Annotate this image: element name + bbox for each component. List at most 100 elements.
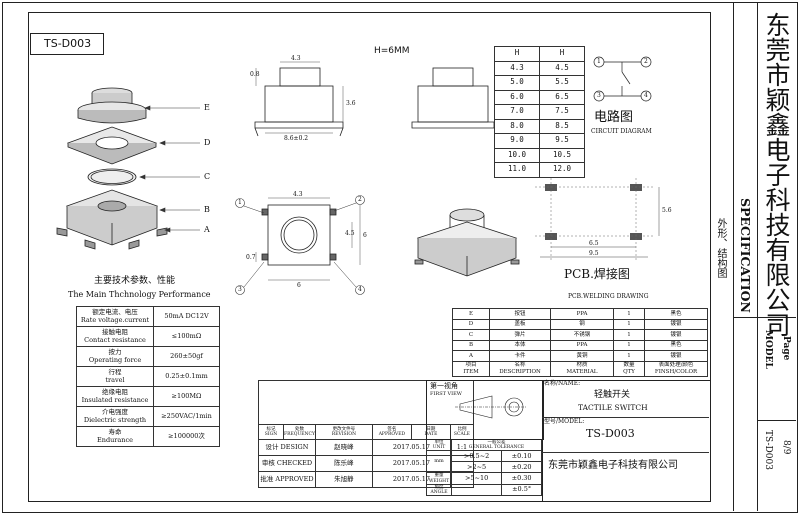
- param-name-en: Rate voltage.current: [80, 315, 150, 324]
- param-value: ≥100000次: [168, 431, 205, 440]
- inner-border: [28, 12, 711, 502]
- param-name-en: Dielectric strength: [83, 415, 147, 424]
- side-divider: [733, 317, 796, 318]
- param-name-cn: 接触电阻: [102, 328, 128, 337]
- param-value: ≥250VAC/1min: [161, 411, 212, 420]
- param-value: ≥100MΩ: [171, 391, 202, 400]
- params-title-en: The Main Thchnology Performance: [68, 290, 211, 299]
- name-block: [542, 380, 711, 502]
- param-name-en: travel: [105, 375, 125, 384]
- label-a: A: [204, 225, 210, 234]
- plan-side-dim: 4.5: [345, 230, 355, 237]
- side-divider: [757, 2, 758, 511]
- pcb-subtitle: PCB.WELDING DRAWING: [568, 293, 649, 300]
- dim-cap-height: 0.8: [250, 71, 260, 78]
- param-value: 50mA DC12V: [164, 311, 209, 320]
- pin-4: 4: [358, 286, 362, 293]
- pin-width-dim: 0.7: [246, 254, 256, 261]
- dim-body-height: 3.6: [346, 100, 356, 107]
- company-name: 东莞市颖鑫电子科技有限公司: [548, 460, 678, 471]
- side-divider: [733, 2, 734, 511]
- label-c: C: [204, 172, 211, 181]
- param-value: ≤100mΩ: [171, 331, 202, 340]
- bom-header: 材质 MATERIAL: [550, 360, 614, 377]
- height-cell: 8.5: [539, 118, 585, 134]
- model-value: TS-D003: [586, 427, 635, 440]
- circuit-title: 电路图: [594, 110, 634, 125]
- projection-cn: 第一视角: [430, 382, 458, 390]
- circuit-pin-4: 4: [644, 92, 648, 99]
- circuit-pin-1: 1: [597, 58, 601, 65]
- dim-top-width: 4.3: [291, 55, 301, 62]
- product-name-en: TACTILE SWITCH: [578, 403, 648, 412]
- pin-3: 3: [238, 286, 242, 293]
- height-cell: 10.5: [539, 147, 585, 163]
- signoff-role: 批准 APPROVED: [258, 471, 316, 488]
- rev-header: 更改文件号 REVISION: [314, 424, 373, 440]
- label-e: E: [204, 103, 210, 112]
- params-title-cn: 主要技术参数、性能: [94, 276, 176, 286]
- height-cell: 11.0: [494, 162, 540, 178]
- side-divider: [757, 420, 796, 421]
- height-cell: 12.0: [539, 162, 585, 178]
- param-value: 0.25±0.1mm: [165, 371, 208, 380]
- label-b: B: [204, 205, 210, 214]
- pin-2: 2: [358, 196, 362, 203]
- tolerance-value: ±0.5°: [501, 483, 542, 497]
- bom-header: 数量 QTY: [613, 360, 645, 377]
- bom-header: 表面处理/颜色 FINSH/COLOR: [644, 360, 708, 377]
- param-name-en: Contact resistance: [84, 335, 146, 344]
- param-name-cn: 额定电流、电压: [92, 308, 138, 317]
- tolerance-label: 一般公差 GENERAL TOLERANCE: [451, 438, 542, 452]
- param-name-cn: 绝缘电阻: [102, 388, 128, 397]
- plan-top-dim: 4.3: [293, 191, 303, 198]
- tolerance-range: [450, 483, 503, 497]
- circuit-pin-2: 2: [644, 58, 648, 65]
- tolerance-table: 单位 UNIT 一般公差 GENERAL TOLERANCE mm >0.5~2…: [426, 438, 542, 497]
- bom-header: 名称 DESCRIPTION: [489, 360, 551, 377]
- side-page: 8/9: [781, 440, 791, 455]
- pcb-title: PCB.焊接图: [564, 267, 630, 281]
- label-d: D: [204, 138, 211, 147]
- pcb-dim-a: 6.5: [589, 240, 599, 247]
- plan-height-dim: 6: [363, 232, 367, 239]
- param-name-en: Operating force: [88, 355, 142, 364]
- dim-base-width: 8.6±0.2: [284, 135, 309, 142]
- param-name-cn: 介电强度: [102, 408, 128, 417]
- side-drawing-type: 外形、结构图: [715, 218, 726, 278]
- plan-width-dim: 6: [297, 282, 301, 289]
- param-name-cn: 行程: [108, 368, 122, 377]
- product-name-cn: 轻触开关: [594, 390, 631, 400]
- height-cell: 9.5: [539, 133, 585, 149]
- side-page-label: Page: [781, 336, 791, 361]
- projection-en: FIRST VIEW: [430, 391, 462, 397]
- model-label: 型号/MODEL:: [544, 418, 585, 425]
- param-name-en: Insulated resistance: [81, 395, 149, 404]
- pin-1: 1: [238, 199, 242, 206]
- model-box-label: TS-D003: [44, 37, 92, 50]
- side-model: TS-D003: [763, 430, 773, 470]
- pcb-dim-c: 5.6: [662, 207, 672, 214]
- param-name-cn: 按力: [108, 348, 122, 357]
- projection-box: [426, 380, 544, 440]
- weight-label: 重量 WEIGHT: [426, 472, 452, 485]
- bom-header: 项目 ITEM: [452, 360, 490, 377]
- revision-table: 标记 SIGN 处数 FREQUENCY 更改文件号 REVISION 签名 A…: [258, 380, 475, 488]
- param-name-en: Endurance: [97, 435, 133, 444]
- param-value: 260±50gf: [170, 351, 203, 360]
- circuit-pin-3: 3: [597, 92, 601, 99]
- side-model-label: MODEL: [763, 330, 773, 369]
- pcb-dim-b: 9.5: [589, 250, 599, 257]
- height-note: H=6MM: [374, 46, 410, 56]
- angle-label: 角度 ANGLE: [426, 483, 452, 497]
